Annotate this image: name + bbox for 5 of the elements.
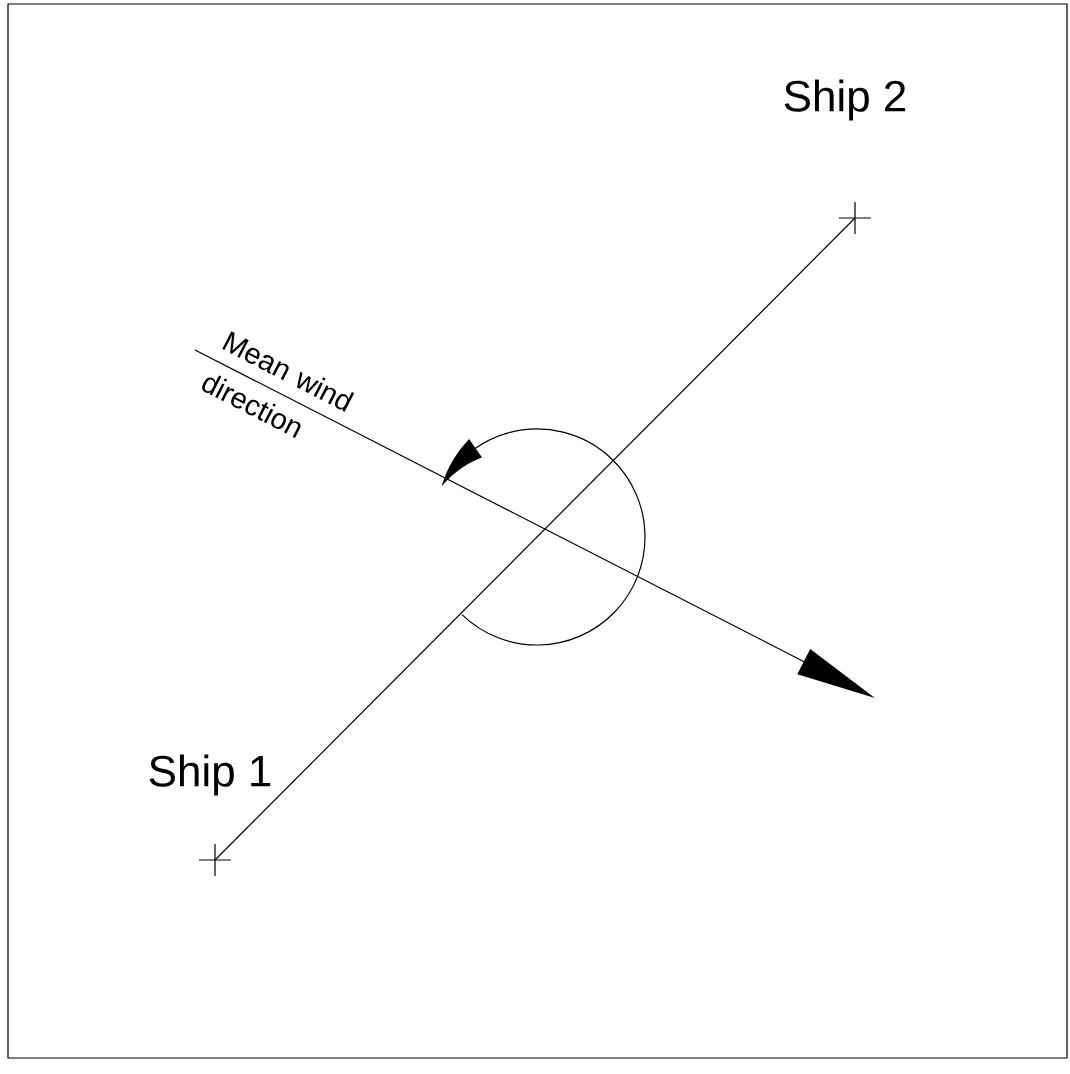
cross-mark bbox=[838, 201, 872, 235]
connector-line bbox=[214, 217, 856, 861]
cross-mark bbox=[198, 843, 232, 877]
ship-label: Ship 1 bbox=[149, 754, 271, 796]
ship-label: Ship 2 bbox=[784, 79, 906, 121]
